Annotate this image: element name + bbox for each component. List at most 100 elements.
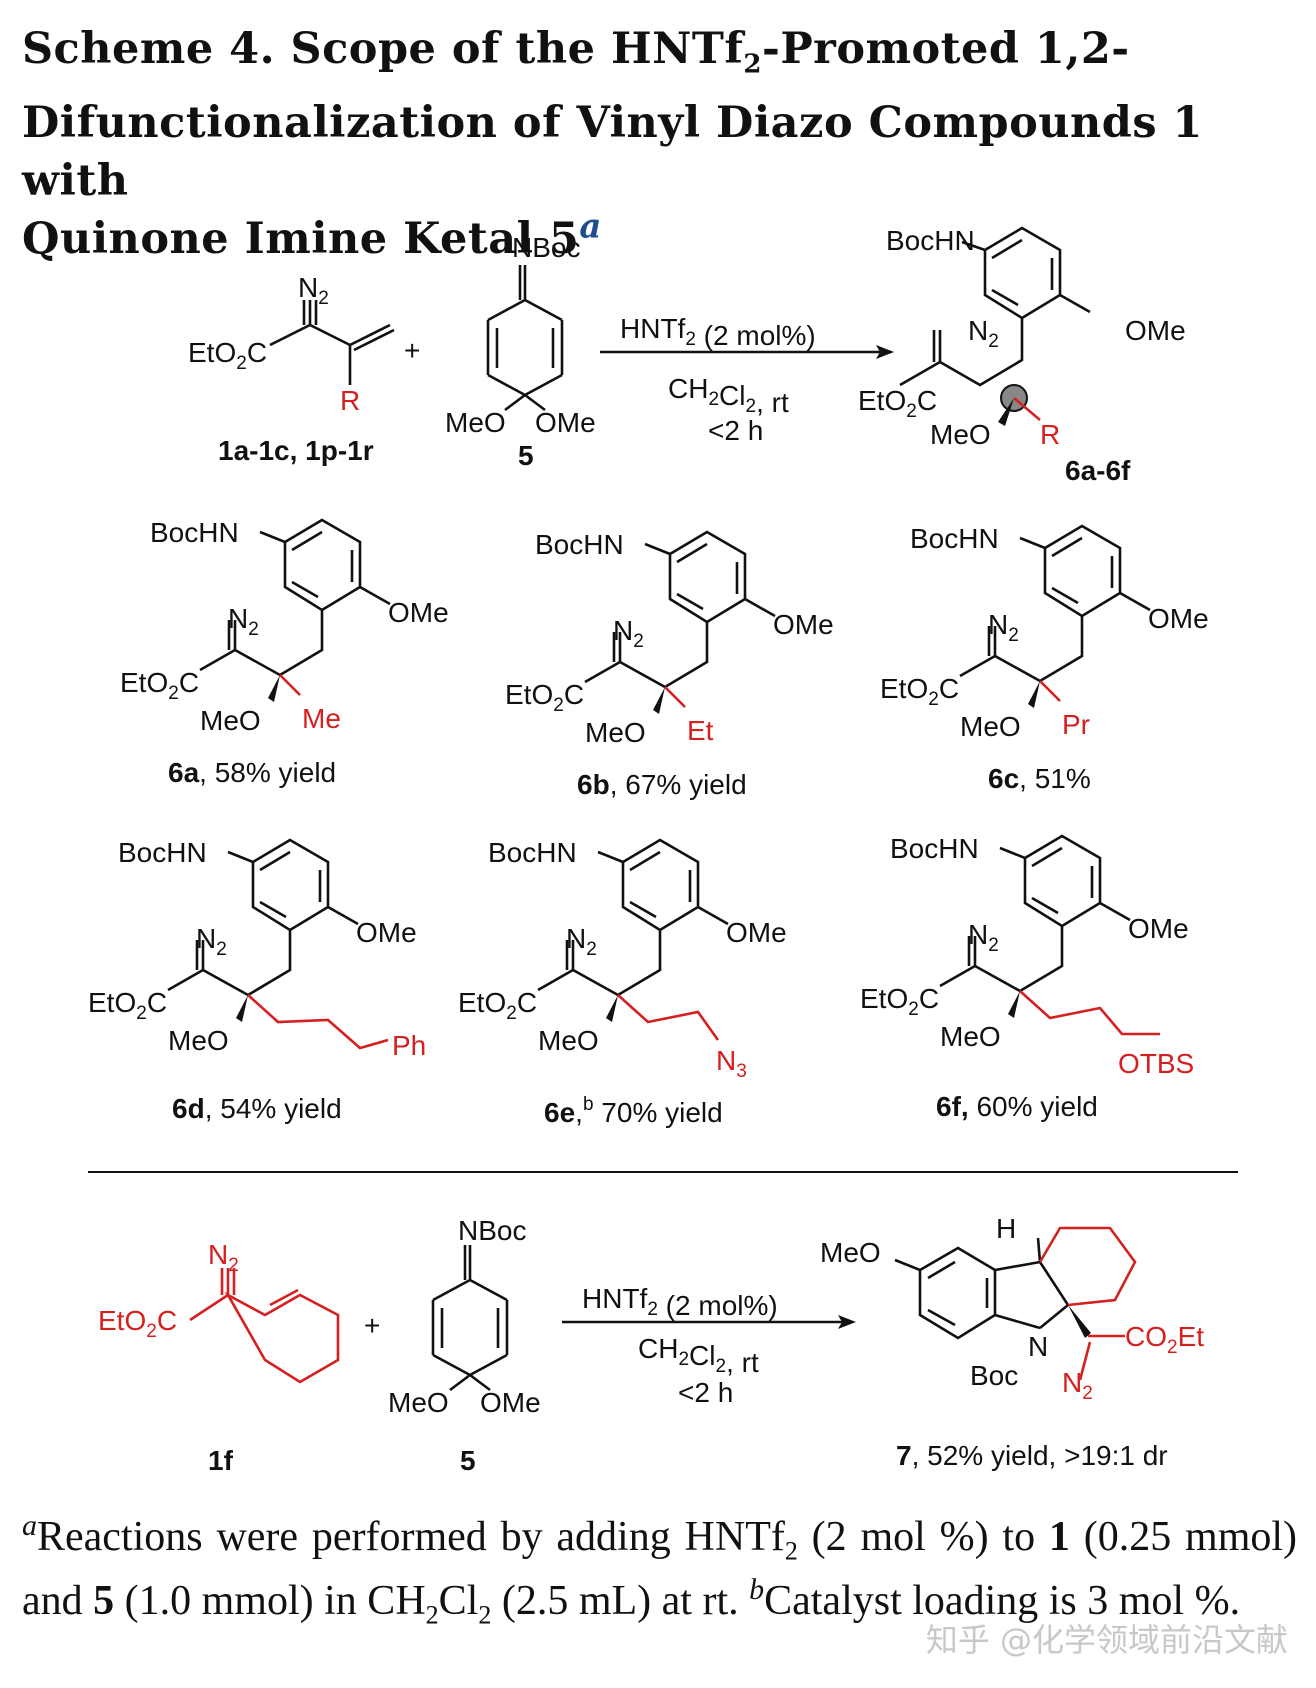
cond-top-3: <2 h <box>708 415 763 446</box>
top-arrow: HNTf2 (2 mol%) CH2Cl2, rt <2 h <box>600 313 894 446</box>
bottom-arrow: HNTf2 (2 mol%) CH2Cl2, rt <2 h <box>562 1283 856 1408</box>
1f-eto2c: EtO2C <box>98 1305 177 1342</box>
product-6e: BocHN OMe N2 EtO2C MeO N3 6e,b 70% yield <box>458 837 787 1128</box>
6d-ome: OMe <box>356 917 417 948</box>
scheme-footnote: aReactions were performed by adding HNTf… <box>22 1509 1298 1630</box>
7-n: N <box>1028 1331 1048 1362</box>
7-boc: Boc <box>970 1360 1018 1391</box>
label-5-bottom: 5 <box>460 1445 476 1476</box>
atom-meo-prod: MeO <box>930 419 991 450</box>
6b-ome: OMe <box>773 609 834 640</box>
cond-bottom-1: HNTf2 (2 mol%) <box>582 1283 778 1321</box>
6b-r: Et <box>687 715 714 746</box>
7-co2et: CO2Et <box>1125 1321 1204 1358</box>
6e-caption: 6e,b 70% yield <box>544 1094 723 1128</box>
atom-ome-prod: OMe <box>1125 315 1186 346</box>
plus-sign-bottom: + <box>364 1310 380 1341</box>
label-1f: 1f <box>208 1445 234 1476</box>
cond-bottom-3: <2 h <box>678 1377 733 1408</box>
bottom-reactant-5: NBoc MeO OMe 5 <box>388 1215 541 1476</box>
6f-caption: 6f, 60% yield <box>936 1091 1098 1122</box>
6b-eto2c: EtO2C <box>505 679 584 716</box>
6c-n2: N2 <box>988 609 1019 646</box>
6a-eto2c: EtO2C <box>120 667 199 704</box>
bottom-reactant-1f: N2 EtO2C 1f <box>98 1239 340 1476</box>
watermark: 知乎 @化学领域前沿文献 <box>925 1621 1288 1659</box>
6a-meo: MeO <box>200 705 261 736</box>
6e-r: N3 <box>716 1045 747 1082</box>
6d-bochn: BocHN <box>118 837 207 868</box>
6e-ome: OMe <box>726 917 787 948</box>
atom-r-prod: R <box>1040 419 1060 450</box>
6b-meo: MeO <box>585 717 646 748</box>
product-6f: BocHN OMe N2 EtO2C MeO OTBS 6f, 60% yiel… <box>860 833 1194 1122</box>
reaction-scheme: N2 EtO2C R 1a-1c, 1p-1r + NBoc MeO OMe 5… <box>88 225 1238 1476</box>
label-1a-1c: 1a-1c, 1p-1r <box>218 435 374 466</box>
bottom-product-7: MeO H N Boc CO2Et N2 7, 52% yield, >19:1… <box>820 1213 1204 1471</box>
6a-bochn: BocHN <box>150 517 239 548</box>
cond-top-2: CH2Cl2, rt <box>668 373 789 418</box>
6e-n2: N2 <box>566 923 597 960</box>
label-5-top: 5 <box>518 440 534 471</box>
6a-r: Me <box>302 703 341 734</box>
6d-meo: MeO <box>168 1025 229 1056</box>
atom-n2: N2 <box>298 272 329 309</box>
6f-bochn: BocHN <box>890 833 979 864</box>
top-reactant-quinone-imine-ketal: NBoc MeO OMe 5 <box>445 232 596 471</box>
scheme-title: Scheme 4. Scope of the HNTf2-Promoted 1,… <box>22 20 1302 268</box>
atom-meo: MeO <box>445 407 506 438</box>
title-line3: Quinone Imine Ketal 5a <box>22 206 602 264</box>
label-6a-6f: 6a-6f <box>1065 455 1131 486</box>
6e-meo: MeO <box>538 1025 599 1056</box>
6c-meo: MeO <box>960 711 1021 742</box>
6c-r: Pr <box>1062 709 1090 740</box>
6b-bochn: BocHN <box>535 529 624 560</box>
6b-n2: N2 <box>613 615 644 652</box>
6a-caption: 6a, 58% yield <box>168 757 336 788</box>
atom-nboc: NBoc <box>512 232 580 263</box>
6d-eto2c: EtO2C <box>88 987 167 1024</box>
top-reactant-vinyl-diazo: N2 EtO2C R 1a-1c, 1p-1r <box>188 272 395 466</box>
6d-r: Ph <box>392 1030 426 1061</box>
6c-caption: 6c, 51% <box>988 763 1091 794</box>
product-6d: BocHN OMe N2 EtO2C MeO Ph 6d, 54% yield <box>88 837 426 1124</box>
6c-bochn: BocHN <box>910 523 999 554</box>
product-6b: BocHN OMe N2 EtO2C MeO Et 6b, 67% yield <box>505 529 834 800</box>
product-6c: BocHN OMe N2 EtO2C MeO Pr 6c, 51% <box>880 523 1209 794</box>
atom-eto2c-prod: EtO2C <box>858 385 937 422</box>
atom-n2-prod: N2 <box>968 315 999 352</box>
6f-r: OTBS <box>1118 1048 1194 1079</box>
title-line2: Difunctionalization of Vinyl Diazo Compo… <box>22 97 1203 206</box>
7-h: H <box>996 1213 1016 1244</box>
plus-sign-top: + <box>404 335 420 366</box>
5b-meo: MeO <box>388 1387 449 1418</box>
6c-ome: OMe <box>1148 603 1209 634</box>
atom-eto2c: EtO2C <box>188 337 267 374</box>
atom-r: R <box>340 385 360 416</box>
top-product-generic: BocHN OMe N2 EtO2C MeO R 6a-6f <box>858 225 1186 486</box>
6c-eto2c: EtO2C <box>880 673 959 710</box>
6b-caption: 6b, 67% yield <box>577 769 747 800</box>
cond-bottom-2: CH2Cl2, rt <box>638 1333 759 1378</box>
6d-caption: 6d, 54% yield <box>172 1093 342 1124</box>
6f-n2: N2 <box>968 919 999 956</box>
6d-n2: N2 <box>196 923 227 960</box>
atom-ome: OMe <box>535 407 596 438</box>
cond-top-1: HNTf2 (2 mol%) <box>620 313 816 351</box>
6f-eto2c: EtO2C <box>860 983 939 1020</box>
product-6a: BocHN OMe N2 EtO2C MeO Me 6a, 58% yield <box>120 517 449 788</box>
6f-meo: MeO <box>940 1021 1001 1052</box>
6e-bochn: BocHN <box>488 837 577 868</box>
atom-bochn: BocHN <box>886 225 975 256</box>
7-meo: MeO <box>820 1237 881 1268</box>
5b-nboc: NBoc <box>458 1215 526 1246</box>
6a-ome: OMe <box>388 597 449 628</box>
7-caption: 7, 52% yield, >19:1 dr <box>896 1440 1168 1471</box>
5b-ome: OMe <box>480 1387 541 1418</box>
title-line1: Scheme 4. Scope of the HNTf2-Promoted 1,… <box>22 24 1130 80</box>
6f-ome: OMe <box>1128 913 1189 944</box>
1f-n2: N2 <box>208 1239 239 1276</box>
6a-n2: N2 <box>228 603 259 640</box>
6e-eto2c: EtO2C <box>458 987 537 1024</box>
7-n2: N2 <box>1062 1367 1093 1404</box>
